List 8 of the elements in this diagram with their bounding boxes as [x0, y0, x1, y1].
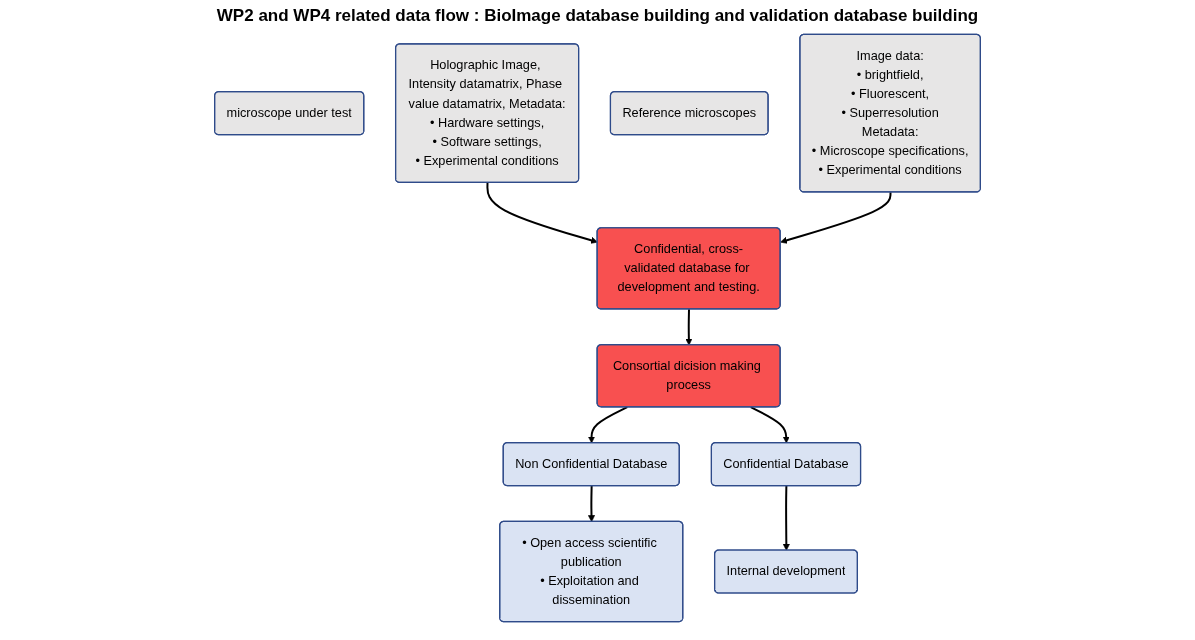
arrow	[588, 406, 629, 444]
arrow	[780, 191, 892, 244]
diagram-title: WP2 and WP4 related data flow : BioImage database building and validation database building	[215, 6, 980, 26]
arrow	[486, 181, 598, 244]
arrow	[588, 484, 595, 523]
arrow	[782, 484, 790, 551]
arrow	[749, 406, 790, 444]
arrow	[685, 308, 693, 346]
